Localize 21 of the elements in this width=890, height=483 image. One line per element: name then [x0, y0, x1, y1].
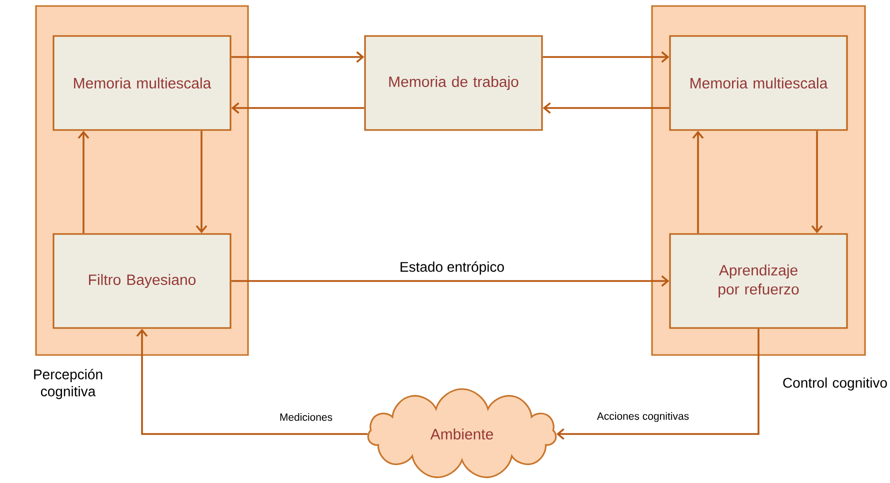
process-box: Memoria de trabajo — [364, 35, 543, 131]
edge-label: Acciones cognitivas — [596, 411, 690, 423]
arrow — [811, 130, 823, 234]
arrow — [231, 102, 364, 114]
edge-label: Mediciones — [278, 412, 334, 422]
arrow — [78, 130, 90, 234]
edge-label: Estado entrópico — [398, 260, 506, 276]
arrow — [196, 130, 208, 234]
process-box: Memoria multiescala — [669, 35, 848, 131]
arrow — [542, 51, 670, 63]
arrow — [231, 51, 364, 63]
process-box: Filtro Bayesiano — [52, 233, 232, 329]
arrow — [542, 102, 670, 114]
panel-heading: Control cognitivo — [783, 377, 887, 391]
arrow — [692, 130, 704, 234]
panel-heading: Percepción cognitiva — [34, 368, 102, 400]
process-box: Memoria multiescala — [52, 35, 232, 131]
arrow — [136, 328, 368, 435]
arrow — [231, 275, 670, 287]
arrow — [556, 328, 760, 440]
process-box: Aprendizaje por refuerzo — [669, 233, 848, 329]
